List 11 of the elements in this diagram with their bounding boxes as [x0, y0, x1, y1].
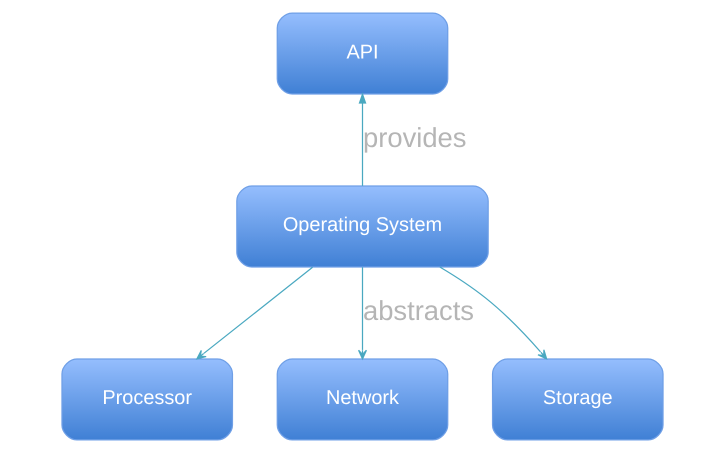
node-box: Storage [491, 358, 664, 441]
edge-label: abstracts [362, 294, 474, 326]
arrow [358, 92, 366, 186]
node-box: Operating System [236, 185, 488, 268]
arrow [438, 266, 547, 360]
edge-label: provides [362, 122, 466, 153]
node-box: API [276, 12, 448, 95]
arrow [357, 267, 367, 360]
node-box: Network [276, 358, 448, 441]
arrow [196, 266, 312, 360]
node-box: Processor [60, 358, 233, 441]
